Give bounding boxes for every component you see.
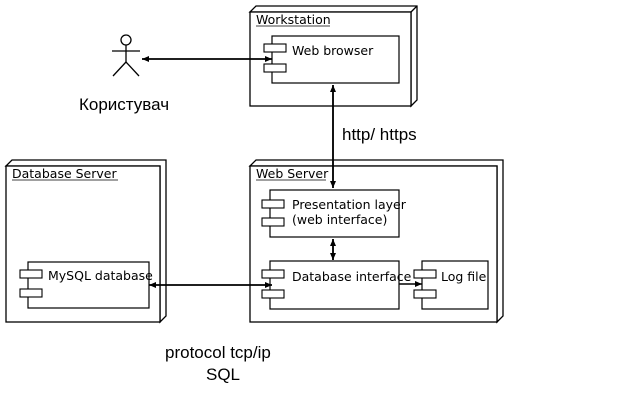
database-interface-component[interactable]: Database interface <box>261 260 412 310</box>
workstation-title: Workstation <box>256 12 331 27</box>
tcp-label: protocol tcp/ip <box>165 343 271 362</box>
web-browser-label: Web browser <box>292 43 374 58</box>
database-interface-label: Database interface <box>292 269 412 284</box>
component-icon <box>19 269 43 279</box>
web-server-node[interactable]: Web Server Presentation layer (web inter… <box>248 159 504 324</box>
actor-label: Користувач <box>79 95 169 114</box>
component-icon <box>261 269 285 279</box>
presentation-layer-component[interactable]: Presentation layer (web interface) <box>261 189 407 238</box>
web-browser-component[interactable]: Web browser <box>263 35 400 84</box>
database-server-title: Database Server <box>12 166 117 181</box>
component-icon <box>261 217 285 227</box>
component-icon <box>261 289 285 299</box>
component-icon <box>263 43 287 53</box>
presentation-layer-label: Presentation layer <box>292 197 407 212</box>
database-server-node[interactable]: Database Server MySQL database <box>4 159 167 324</box>
component-icon <box>413 289 437 299</box>
component-icon <box>413 269 437 279</box>
component-icon <box>19 288 43 298</box>
sql-label: SQL <box>206 365 240 384</box>
mysql-database-component[interactable]: MySQL database <box>19 261 153 309</box>
mysql-database-label: MySQL database <box>48 268 153 283</box>
http-label: http/ https <box>342 125 417 144</box>
log-file-label: Log file <box>441 269 487 284</box>
actor-head <box>120 34 132 46</box>
actor-user[interactable]: Користувач <box>79 34 169 114</box>
presentation-layer-sublabel: (web interface) <box>292 212 387 227</box>
component-icon <box>263 63 287 73</box>
web-server-title: Web Server <box>256 166 329 181</box>
component-icon <box>261 199 285 209</box>
log-file-component[interactable]: Log file <box>413 260 489 310</box>
workstation-node[interactable]: Workstation Web browser <box>248 5 418 108</box>
